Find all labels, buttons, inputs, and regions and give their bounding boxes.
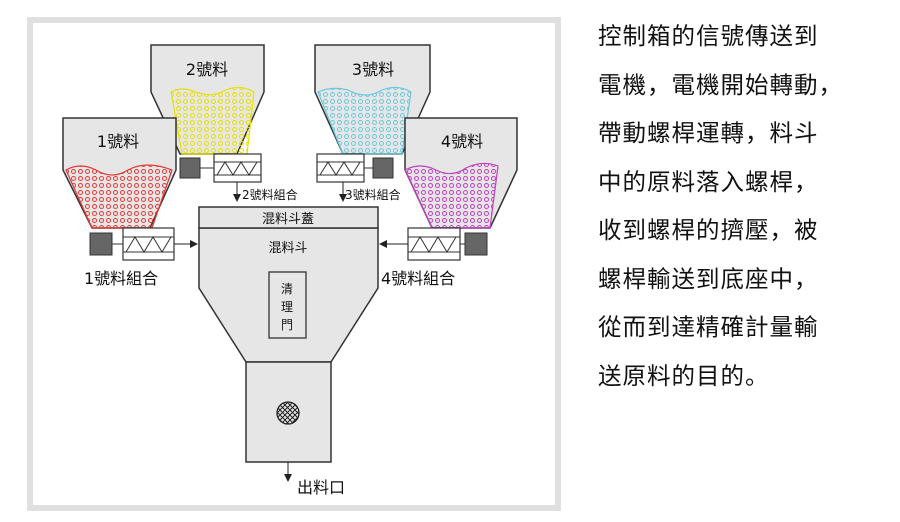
screw-group-2: 2號料組合 bbox=[179, 153, 298, 202]
caption-line: 電機，電機開始轉動， bbox=[598, 70, 843, 99]
cleaning-door-char-2: 理 bbox=[281, 300, 293, 314]
group-2-label: 2號料組合 bbox=[242, 187, 298, 202]
caption-line: 中的原料落入螺桿， bbox=[598, 167, 819, 196]
caption-line: 螺桿輸送到底座中， bbox=[598, 264, 819, 293]
caption-line: 帶動螺桿運轉，料斗 bbox=[598, 119, 819, 147]
outlet-mesh-icon bbox=[276, 401, 300, 425]
hopper-1: 1號料 bbox=[62, 117, 177, 229]
mixer-lid bbox=[198, 206, 379, 229]
mixer-lid-label: 混料斗蓋 bbox=[262, 212, 314, 227]
mixing-diagram: 2號料 3號料 1號料 4號料 2號料組合 3號料組合 bbox=[27, 17, 561, 511]
hopper-4-label: 4號料 bbox=[441, 132, 483, 151]
hopper-3: 3號料 bbox=[314, 44, 431, 155]
motor-3 bbox=[372, 157, 394, 179]
hopper-2-label: 2號料 bbox=[186, 60, 228, 79]
cleaning-door-char-1: 清 bbox=[281, 282, 293, 296]
material-2-fill bbox=[170, 86, 255, 155]
caption-text: 控制箱的信號傳送到 電機，電機開始轉動， 帶動螺桿運轉，料斗 中的原料落入螺桿，… bbox=[598, 12, 893, 400]
caption-line: 送原料的目的。 bbox=[598, 361, 770, 390]
mixer-label: 混料斗 bbox=[268, 241, 307, 256]
mixer: 混料斗蓋 混料斗 清 理 門 出料口 bbox=[198, 206, 379, 497]
caption-line: 從而到達精確計量輸 bbox=[598, 313, 819, 341]
caption-line: 收到螺桿的擠壓，被 bbox=[598, 216, 819, 244]
motor-4 bbox=[464, 232, 488, 256]
group-4-label: 4號料組合 bbox=[381, 269, 455, 288]
caption-line: 控制箱的信號傳送到 bbox=[598, 22, 819, 50]
group-1-label: 1號料組合 bbox=[84, 269, 158, 288]
hopper-1-label: 1號料 bbox=[97, 132, 139, 151]
material-3-fill bbox=[317, 86, 412, 155]
hopper-4: 4號料 bbox=[404, 117, 518, 229]
group-3-label: 3號料組合 bbox=[345, 187, 401, 202]
outlet-label: 出料口 bbox=[297, 478, 345, 497]
cleaning-door bbox=[268, 271, 307, 339]
screw-group-1: 1號料組合 bbox=[84, 227, 198, 288]
material-4-fill bbox=[404, 162, 499, 229]
motor-2 bbox=[179, 157, 201, 179]
screw-group-3: 3號料組合 bbox=[316, 153, 401, 202]
material-1-fill bbox=[65, 164, 173, 229]
hopper-3-label: 3號料 bbox=[352, 60, 394, 79]
screw-group-4: 4號料組合 bbox=[379, 227, 488, 288]
motor-1 bbox=[89, 232, 113, 256]
hopper-2: 2號料 bbox=[150, 44, 265, 155]
cleaning-door-char-3: 門 bbox=[281, 318, 293, 332]
